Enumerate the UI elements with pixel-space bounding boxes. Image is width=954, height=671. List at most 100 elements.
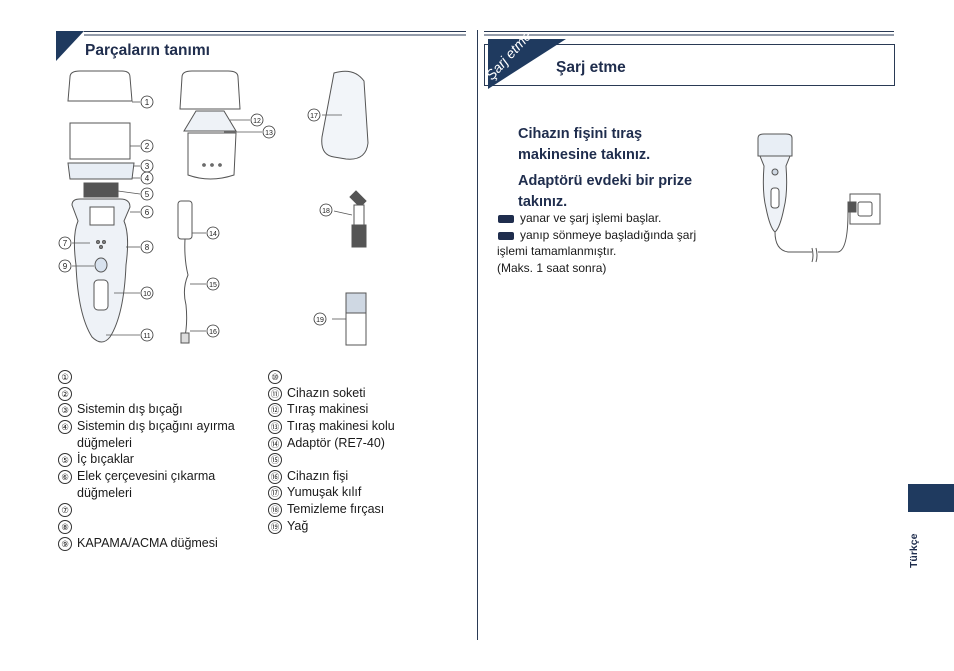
legend-item: ⑯ Cihazın fişi xyxy=(268,468,348,485)
callout-19: 19 xyxy=(313,312,327,326)
legend-number: ⑯ xyxy=(268,470,282,484)
legend-number: ⑭ xyxy=(268,437,282,451)
svg-text:4: 4 xyxy=(145,174,150,183)
svg-text:15: 15 xyxy=(209,282,217,289)
svg-text:11: 11 xyxy=(143,333,150,340)
callout-13: 13 xyxy=(262,125,276,139)
callout-4: 4 xyxy=(140,171,154,185)
legend-item: ① xyxy=(58,368,77,384)
legend-item: ⑰ Yumuşak kılıf xyxy=(268,484,361,501)
legend-text: Temizleme fırçası xyxy=(287,502,385,516)
legend-number: ⑱ xyxy=(268,503,282,517)
blade-system-part xyxy=(67,162,135,180)
language-tab xyxy=(908,484,954,512)
legend-number: ⑩ xyxy=(268,370,282,384)
soft-pouch-part xyxy=(321,70,369,160)
legend-text: İç bıçaklar xyxy=(77,452,134,466)
legend-text: Tıraş makinesi xyxy=(287,402,369,416)
legend-text: Tıraş makinesi kolu xyxy=(287,419,395,433)
callout-10: 10 xyxy=(140,286,154,300)
legend-text: Sistemin dış bıçağını ayırma düğmeleri xyxy=(77,419,235,450)
svg-text:5: 5 xyxy=(145,190,150,199)
note-line-1: yanar ve şarj işlemi başlar. xyxy=(498,210,661,227)
plug-icon xyxy=(498,231,514,240)
legend-item: ⑲ Yağ xyxy=(268,518,308,535)
svg-text:14: 14 xyxy=(209,231,217,238)
legend-item: ⑧ xyxy=(58,518,77,534)
legend-number: ⑬ xyxy=(268,420,282,434)
legend-text: Elek çerçevesini çıkarma düğmeleri xyxy=(77,469,216,500)
legend-number: ⑤ xyxy=(58,453,72,467)
legend-text: Adaptör (RE7-40) xyxy=(287,436,385,450)
legend-item: ④ Sistemin dış bıçağını ayırma düğmeleri xyxy=(58,418,235,451)
callout-16: 16 xyxy=(206,324,220,338)
callout-8: 8 xyxy=(140,240,154,254)
note-line-3: işlemi tamamlanmıştır. xyxy=(497,244,617,258)
legend-number: ⑧ xyxy=(58,520,72,534)
svg-text:7: 7 xyxy=(63,239,68,248)
left-header-graphic xyxy=(56,31,466,61)
shaver-head-part xyxy=(179,70,241,110)
language-label: Türkçe xyxy=(908,533,920,568)
legend-item: ⑩ xyxy=(268,368,287,384)
cleaning-brush-part xyxy=(349,190,367,208)
svg-text:12: 12 xyxy=(253,118,261,125)
callout-11: 11 xyxy=(140,328,154,342)
callout-6: 6 xyxy=(140,205,154,219)
legend-item: ⑫ Tıraş makinesi xyxy=(268,401,368,418)
step-1-text: Cihazın fişini tıraş makinesine takınız. xyxy=(518,126,651,163)
legend-number: ④ xyxy=(58,420,72,434)
callout-17: 17 xyxy=(307,108,321,122)
svg-text:2: 2 xyxy=(145,142,150,151)
callout-18: 18 xyxy=(319,203,333,217)
column-divider xyxy=(477,30,478,640)
legend-number: ⑰ xyxy=(268,486,282,500)
svg-text:1: 1 xyxy=(145,98,150,107)
legend-text: Sistemin dış bıçağı xyxy=(77,402,183,416)
legend-number: ⑫ xyxy=(268,403,282,417)
legend-item: ⑱ Temizleme fırçası xyxy=(268,501,384,518)
legend-item: ⑥ Elek çerçevesini çıkarma düğmeleri xyxy=(58,468,215,501)
charging-illustration xyxy=(757,133,881,263)
oil-bottle-part xyxy=(345,292,367,314)
svg-text:6: 6 xyxy=(145,208,150,217)
legend-text: Yağ xyxy=(287,519,309,533)
callout-14: 14 xyxy=(206,226,220,240)
svg-text:10: 10 xyxy=(143,291,151,298)
legend-number: ⑥ xyxy=(58,470,72,484)
callout-2: 2 xyxy=(140,139,154,153)
parts-section-title: Parçaların tanımı xyxy=(85,42,210,59)
legend-item: ⑤ İç bıçaklar xyxy=(58,451,134,468)
callout-12: 12 xyxy=(250,113,264,127)
legend-number: ② xyxy=(58,387,72,401)
svg-text:18: 18 xyxy=(322,208,330,215)
callout-1: 1 xyxy=(140,95,154,109)
callout-7: 7 xyxy=(58,236,72,250)
callout-5: 5 xyxy=(140,187,154,201)
legend-text: Yumuşak kılıf xyxy=(287,485,362,499)
outer-foil-frame-part xyxy=(69,122,131,160)
plug-icon xyxy=(498,214,514,223)
legend-text: Cihazın fişi xyxy=(287,469,349,483)
legend-item: ⑦ xyxy=(58,501,77,517)
protective-cap-part xyxy=(67,70,133,102)
legend-item: ⑮ xyxy=(268,451,287,467)
legend-number: ① xyxy=(58,370,72,384)
legend-number: ⑨ xyxy=(58,537,72,551)
legend-text: Cihazın soketi xyxy=(287,386,366,400)
callout-3: 3 xyxy=(140,159,154,173)
legend-item: ② xyxy=(58,385,77,401)
note-line-2: yanıp sönmeye başladığında şarj xyxy=(498,227,696,244)
legend-number: ③ xyxy=(58,403,72,417)
legend-number: ⑲ xyxy=(268,520,282,534)
svg-text:9: 9 xyxy=(63,262,68,271)
legend-item: ⑬ Tıraş makinesi kolu xyxy=(268,418,395,435)
legend-item: ③ Sistemin dış bıçağı xyxy=(58,401,183,418)
callout-9: 9 xyxy=(58,259,72,273)
legend-item: ⑭ Adaptör (RE7-40) xyxy=(268,435,385,452)
adapter-part xyxy=(177,200,193,240)
svg-text:13: 13 xyxy=(265,130,273,137)
inner-blades-part xyxy=(83,182,119,198)
svg-text:16: 16 xyxy=(209,329,217,336)
